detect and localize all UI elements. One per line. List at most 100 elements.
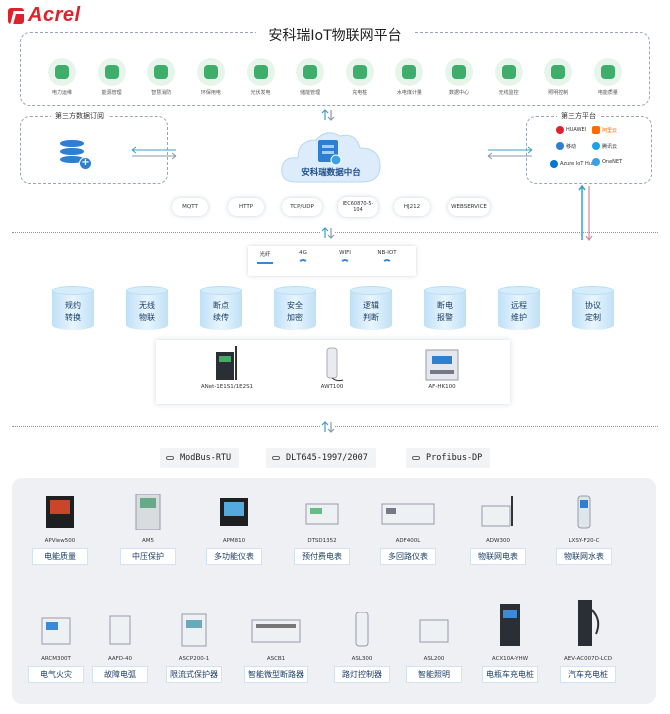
wireless-module-icon [326, 347, 344, 382]
app-label: 无线监控 [498, 90, 519, 96]
app-label: 环保用电 [200, 90, 221, 96]
eco-icon [196, 58, 225, 86]
charger-icon [345, 58, 374, 86]
energy-icon [97, 58, 126, 86]
protection-relay-icon [135, 493, 161, 531]
fiber-icon [257, 262, 273, 264]
prepaid-meter-icon [305, 503, 339, 525]
app-item[interactable]: 充电桩 [338, 58, 382, 96]
ev-charger-icon [578, 600, 600, 646]
feature-cylinder: 安全加密 [274, 286, 316, 334]
data-center-cloud-icon [281, 132, 381, 183]
streetlight-controller-icon [355, 611, 369, 647]
sync-arrow-icon [321, 226, 335, 240]
app-item[interactable]: 环保用电 [189, 58, 233, 96]
gateway-box: ANet-1E1S1/1E2S1 AWT100 AF-HK100 [156, 340, 510, 404]
logo-text: Acrel [28, 4, 81, 26]
gateway-item: ANet-1E1S1/1E2S1 [192, 344, 262, 390]
data-center-label: 安科瑞数据中台 [301, 168, 361, 178]
light-icon [544, 58, 573, 86]
protocol-mqtt: MQTT [172, 198, 208, 216]
protocol-tcp-udp: TCP/UDP [282, 198, 322, 216]
app-row: 电力运维 能源管理 智慧消防 环保用电 光伏发电 储能管理 充电桩 水电煤计量 … [40, 58, 630, 96]
smart-lighting-icon [419, 619, 449, 643]
protocol-webservice: WEBSERVICE [448, 198, 490, 216]
multifunction-meter-icon [220, 498, 248, 526]
link-icon [412, 456, 420, 460]
acrel-logo: Acrel [8, 4, 81, 27]
collector-device-icon [425, 349, 459, 381]
app-item[interactable]: 电能质量 [586, 58, 630, 96]
wifi-icon [340, 259, 350, 265]
feature-cylinder: 规约转换 [52, 286, 94, 334]
feature-cylinder: 无线物联 [126, 286, 168, 334]
platform-title-wrap: 安科瑞IoT物联网平台 [0, 25, 670, 45]
bus-dlt645: DLT645-1997/2007 [266, 448, 376, 468]
sync-arrow-icon [321, 420, 335, 434]
net-wifi: WIFI [328, 250, 362, 265]
right-exchange-arrow-icon [487, 146, 533, 160]
data-icon [445, 58, 473, 86]
storage-icon [296, 58, 325, 86]
multi-circuit-meter-icon [381, 503, 435, 525]
left-box-title: 第三方数据订阅 [51, 111, 108, 121]
sync-arrow-icon [321, 109, 335, 121]
feature-cylinder: 断电报警 [424, 286, 466, 334]
ebike-charger-icon [500, 604, 520, 646]
power-quality-meter-icon [46, 496, 74, 528]
vertical-link-arrow-icon [578, 184, 593, 241]
app-label: 水电煤计量 [396, 90, 422, 96]
signal-icon [298, 259, 308, 265]
net-4g: 4G [286, 250, 320, 265]
app-item[interactable]: 数据中心 [437, 58, 481, 96]
app-item[interactable]: 水电煤计量 [387, 58, 431, 96]
gateway-item: AF-HK100 [412, 344, 472, 390]
app-item[interactable]: 电力运维 [40, 58, 84, 96]
app-item[interactable]: 无线监控 [487, 58, 531, 96]
app-item[interactable]: 智慧消防 [139, 58, 183, 96]
app-label: 照明控制 [548, 90, 569, 96]
left-exchange-arrow-icon [131, 146, 177, 160]
app-label: 储能管理 [300, 90, 321, 96]
third-party-platform-box: 第三方平台 [526, 111, 652, 184]
brand-aliyun: 阿里云 [592, 126, 617, 134]
database-add-icon: + [58, 140, 92, 170]
app-item[interactable]: 能源管理 [90, 58, 134, 96]
acrel-logo-icon [8, 7, 24, 24]
app-item[interactable]: 储能管理 [288, 58, 332, 96]
arc-fault-icon [109, 615, 131, 645]
current-limiter-icon [181, 613, 207, 647]
app-item[interactable]: 光伏发电 [239, 58, 283, 96]
bus-modbus: ModBus-RTU [160, 448, 240, 468]
app-item[interactable]: 照明控制 [536, 58, 580, 96]
app-label: 数据中心 [448, 90, 469, 96]
protocol-iec104: IEC60870-5-104 [338, 197, 378, 217]
link-icon [166, 456, 174, 460]
power-ops-icon [48, 58, 76, 86]
platform-title: 安科瑞IoT物联网平台 [256, 28, 414, 44]
bus-profibus: Profibus-DP [406, 448, 491, 468]
gateway-device-icon [216, 346, 237, 380]
feature-cylinder: 逻辑判断 [350, 286, 392, 334]
gateway-item: AWT100 [304, 344, 360, 390]
wireless-icon [494, 58, 523, 86]
brand-tencent: 腾讯云 [592, 142, 617, 150]
app-label: 电能质量 [597, 90, 618, 96]
protocol-hj212: HJ212 [394, 198, 430, 216]
app-label: 充电桩 [352, 90, 368, 96]
